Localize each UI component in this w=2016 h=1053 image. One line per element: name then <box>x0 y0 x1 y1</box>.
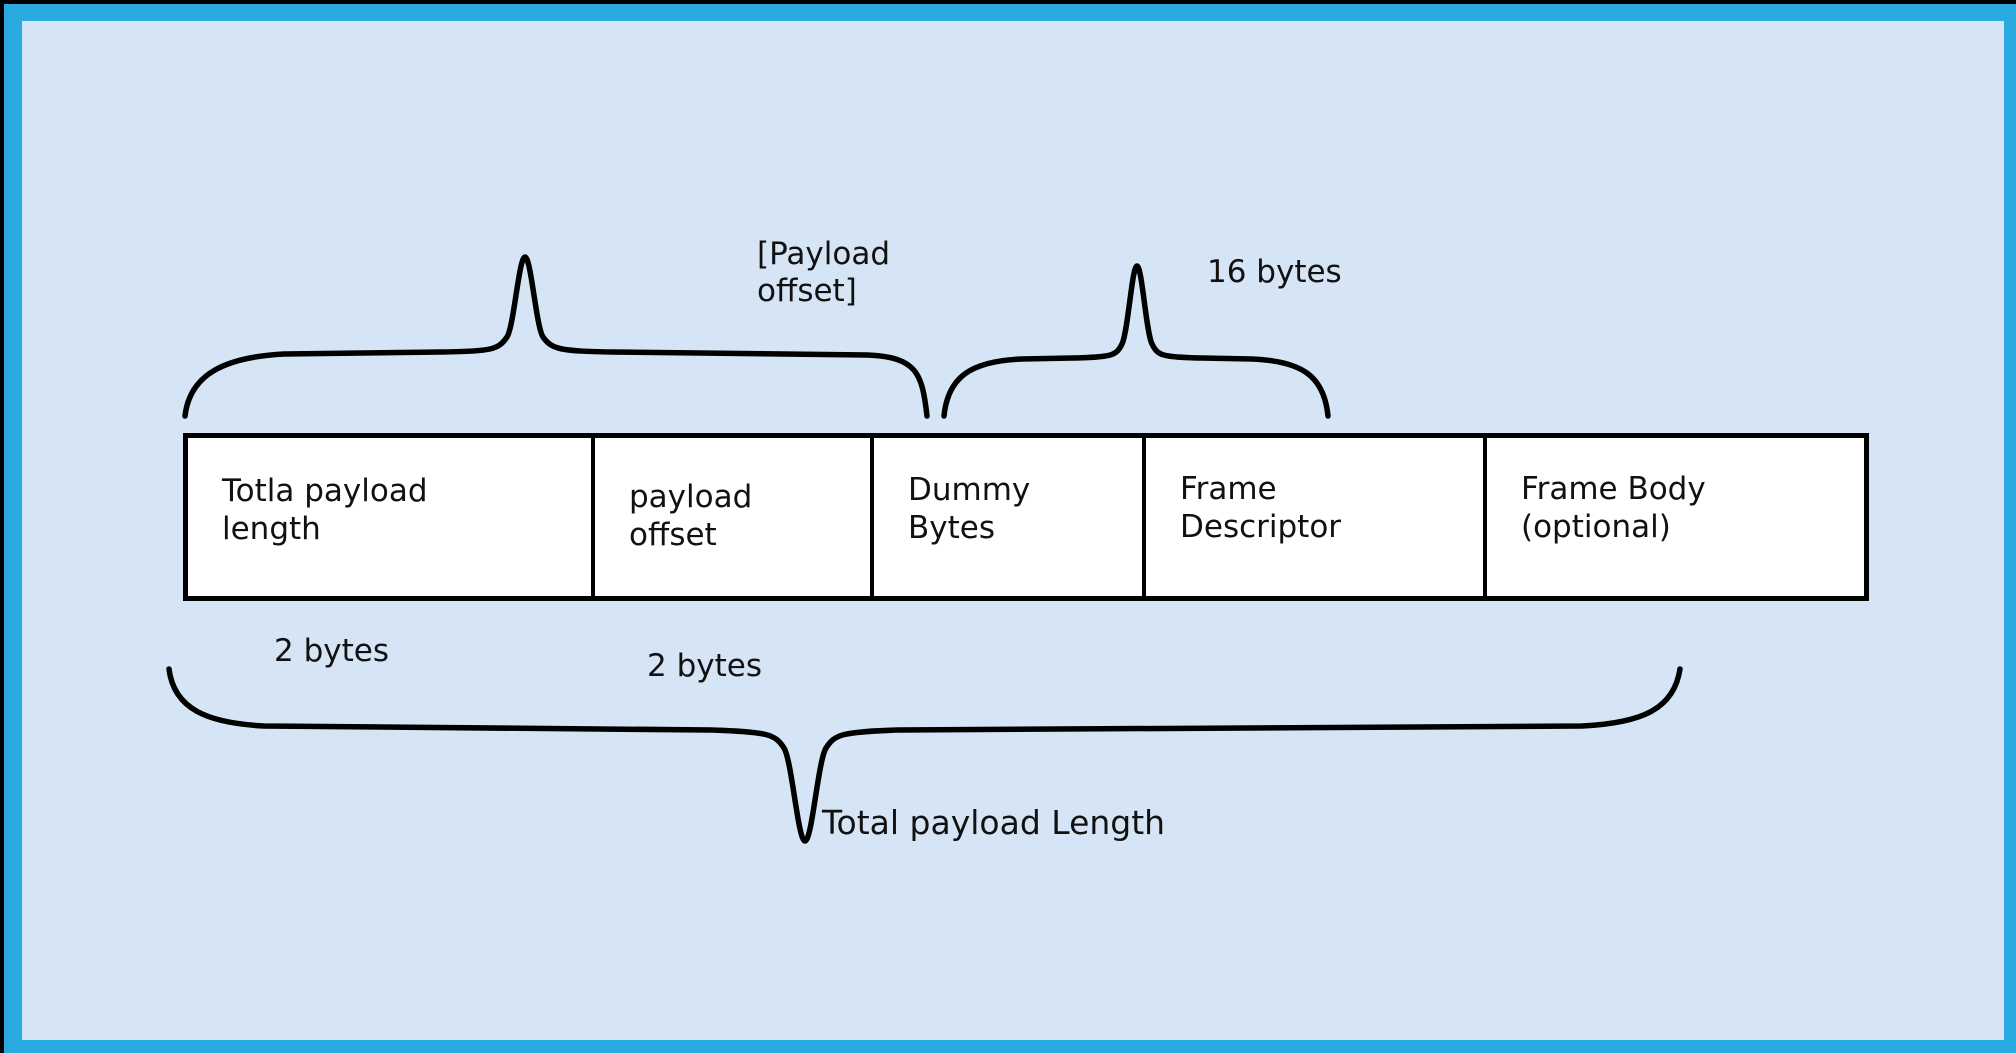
outer-blue-frame: Totla payload length payload offset Dumm… <box>4 4 2016 1053</box>
diagram-background: Totla payload length payload offset Dumm… <box>22 21 2004 1040</box>
field-frame-descriptor[interactable]: Frame Descriptor <box>1146 438 1487 596</box>
field-frame-body-label: Frame Body (optional) <box>1521 471 1706 545</box>
field-frame-body[interactable]: Frame Body (optional) <box>1487 438 1864 596</box>
field-frame-descriptor-label: Frame Descriptor <box>1180 471 1342 545</box>
annotation-16-bytes: 16 bytes <box>1207 254 1342 290</box>
field-total-payload-length-label: Totla payload length <box>222 473 428 547</box>
field-dummy-bytes[interactable]: Dummy Bytes <box>874 438 1146 596</box>
field-dummy-bytes-label: Dummy Bytes <box>908 472 1031 546</box>
annotation-2-bytes-first-field: 2 bytes <box>274 633 389 669</box>
packet-structure-table: Totla payload length payload offset Dumm… <box>183 433 1869 601</box>
annotation-2-bytes-second-field: 2 bytes <box>647 648 762 684</box>
annotation-payload-offset: [Payload offset] <box>757 236 890 309</box>
annotation-total-payload-length: Total payload Length <box>822 803 1166 842</box>
field-payload-offset[interactable]: payload offset <box>595 438 874 596</box>
field-total-payload-length[interactable]: Totla payload length <box>188 438 595 596</box>
field-payload-offset-label: payload offset <box>629 479 753 553</box>
